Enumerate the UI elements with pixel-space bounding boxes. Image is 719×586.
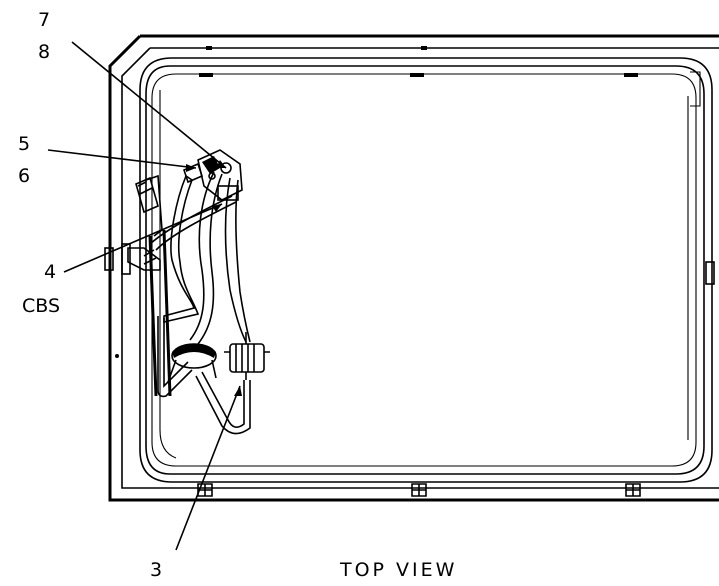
top-brackets	[199, 46, 701, 107]
leader-lines	[47, 41, 242, 551]
valve-assembly	[183, 149, 243, 201]
callout-5: 5	[18, 133, 30, 155]
refrigerant-tubing	[149, 171, 251, 435]
inner-tray	[139, 57, 713, 483]
accumulator	[167, 343, 217, 383]
callout-6: 6	[18, 165, 30, 187]
left-hinge	[104, 243, 131, 358]
callout-3: 3	[150, 559, 162, 581]
callout-cbs: CBS	[22, 295, 60, 317]
callout-4: 4	[44, 261, 56, 283]
outer-frame	[108, 34, 719, 502]
callout-7: 7	[38, 9, 50, 31]
right-hinge	[705, 261, 715, 285]
view-title: TOP VIEW	[339, 559, 457, 581]
bottom-feet	[197, 483, 641, 497]
left-bracket	[127, 174, 172, 397]
callout-8: 8	[38, 41, 50, 63]
filter-drier	[224, 332, 270, 380]
